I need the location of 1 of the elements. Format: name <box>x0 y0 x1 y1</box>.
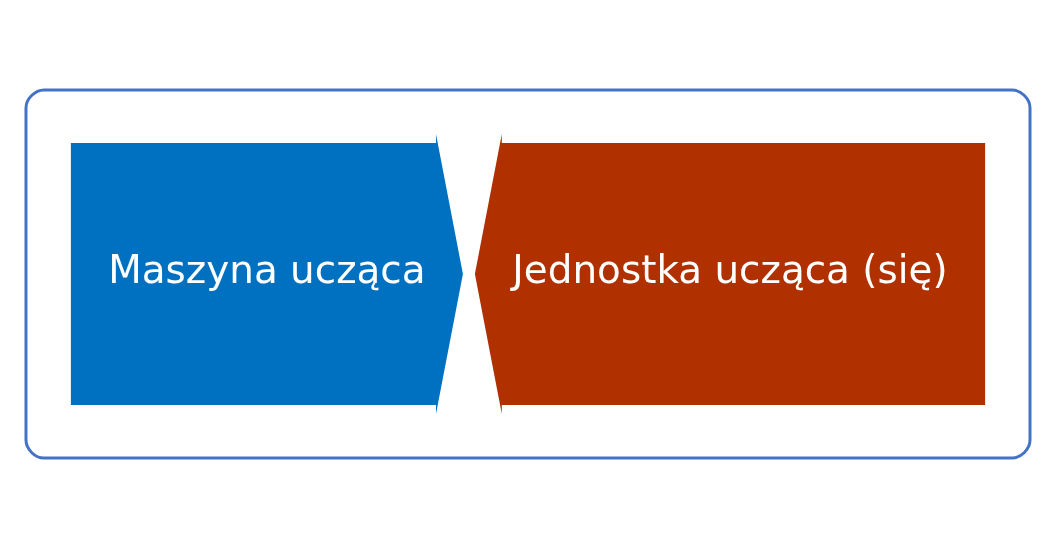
cluster <box>24 87 1032 460</box>
